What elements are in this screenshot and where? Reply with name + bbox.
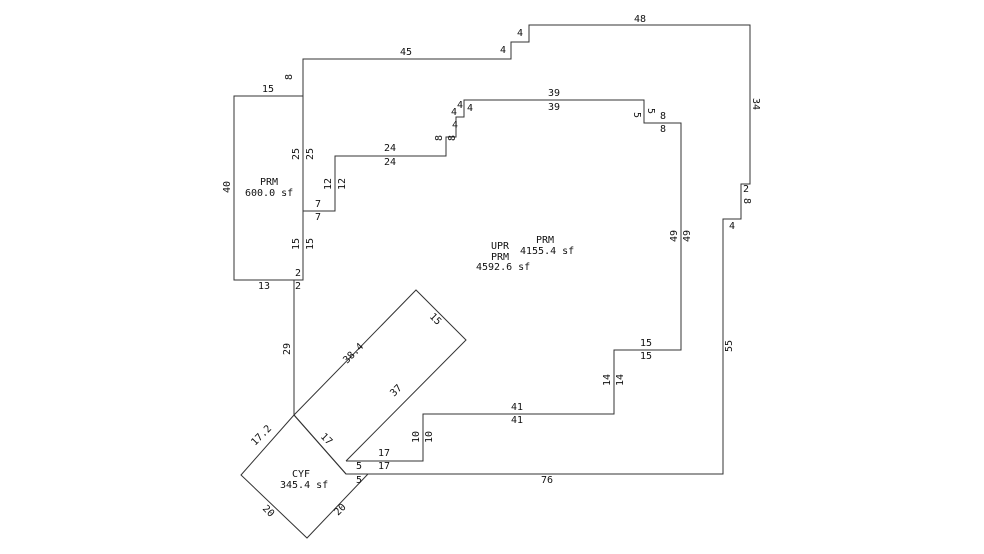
dim-bottom-76: 76 bbox=[541, 475, 553, 486]
dim-inner-15b: 15 bbox=[640, 338, 652, 349]
dim-inner-10a: 10 bbox=[411, 431, 422, 443]
dim-inner-49a: 49 bbox=[669, 230, 680, 242]
prm-left-room bbox=[233, 95, 303, 281]
dim-wall-25-outer: 25 bbox=[291, 148, 302, 160]
dim-inner-8a: 8 bbox=[434, 135, 445, 141]
prm-left-label: PRM bbox=[260, 177, 278, 188]
dim-wall-29: 29 bbox=[282, 343, 293, 355]
dim-inner-5d: 5 bbox=[356, 475, 362, 486]
dim-inner-39a: 39 bbox=[548, 88, 560, 99]
dim-inner-25: 25 bbox=[305, 148, 316, 160]
dim-inner-7b: 7 bbox=[315, 212, 321, 223]
dim-inner-8b: 8 bbox=[447, 135, 458, 141]
dim-right-4: 4 bbox=[729, 221, 735, 232]
upr-value: 4592.6 sf bbox=[476, 262, 530, 273]
dim-inner-14b: 14 bbox=[615, 374, 626, 386]
dim-diag-37: 37 bbox=[388, 383, 404, 399]
dim-right-2: 2 bbox=[743, 184, 749, 195]
dim-inner-12a: 12 bbox=[323, 178, 334, 190]
prm-inner-outline bbox=[303, 99, 682, 462]
dim-right-34: 34 bbox=[750, 98, 761, 110]
dim-outer-top-45: 45 bbox=[400, 47, 412, 58]
dim-inner-17b: 17 bbox=[378, 461, 390, 472]
dim-inner-24a: 24 bbox=[384, 143, 396, 154]
dim-inner-24b: 24 bbox=[384, 157, 396, 168]
dim-left-40: 40 bbox=[222, 181, 233, 193]
dim-inner-12b: 12 bbox=[337, 178, 348, 190]
dim-inner-8d: 8 bbox=[660, 124, 666, 135]
dim-cyf-17-2: 17.2 bbox=[249, 423, 274, 448]
dim-inner-5c: 5 bbox=[356, 461, 362, 472]
dim-inner-7a: 7 bbox=[315, 199, 321, 210]
cyf-shared-edge bbox=[293, 414, 347, 475]
dim-inner-4d: 4 bbox=[457, 100, 463, 111]
outer-outline bbox=[293, 24, 751, 475]
dim-outer-8-left: 8 bbox=[284, 74, 295, 80]
cyf-value: 345.4 sf bbox=[280, 480, 328, 491]
dim-inner-17a: 17 bbox=[378, 448, 390, 459]
dim-outer-top-4a: 4 bbox=[517, 28, 523, 39]
cyf-label: CYF bbox=[292, 469, 310, 480]
diagonal-wing bbox=[293, 289, 467, 462]
dim-left-2-bottom: 2 bbox=[295, 281, 301, 292]
dim-inner-4c: 4 bbox=[467, 103, 473, 114]
dim-diag-15: 15 bbox=[427, 311, 443, 327]
dim-right-8: 8 bbox=[741, 198, 752, 204]
dim-outer-top-48: 48 bbox=[634, 14, 646, 25]
dim-inner-15: 15 bbox=[305, 238, 316, 250]
dim-inner-41a: 41 bbox=[511, 402, 523, 413]
prm-left-value: 600.0 sf bbox=[245, 188, 293, 199]
dim-inner-15c: 15 bbox=[640, 351, 652, 362]
prm-inner-label: PRM bbox=[536, 235, 554, 246]
dim-inner-4a: 4 bbox=[451, 107, 457, 118]
dim-left-2-top: 2 bbox=[295, 268, 301, 279]
dim-inner-14a: 14 bbox=[602, 374, 613, 386]
dim-inner-49b: 49 bbox=[682, 230, 693, 242]
dim-inner-10b: 10 bbox=[424, 431, 435, 443]
dim-inner-5a: 5 bbox=[631, 112, 642, 118]
dim-inner-41b: 41 bbox=[511, 415, 523, 426]
dim-wall-15-outer: 15 bbox=[291, 238, 302, 250]
upr-line1: UPR bbox=[491, 241, 510, 252]
dim-left-13: 13 bbox=[258, 281, 270, 292]
dim-outer-top-4b: 4 bbox=[500, 45, 506, 56]
dim-left-15-top: 15 bbox=[262, 84, 274, 95]
dim-right-55: 55 bbox=[724, 340, 735, 352]
dim-inner-8c: 8 bbox=[660, 111, 666, 122]
dim-cyf-20b: 20 bbox=[332, 502, 348, 518]
dim-inner-5b: 5 bbox=[645, 108, 656, 114]
dim-inner-39b: 39 bbox=[548, 102, 560, 113]
dim-inner-4b: 4 bbox=[452, 120, 458, 131]
upr-line2: PRM bbox=[491, 252, 509, 263]
prm-inner-value: 4155.4 sf bbox=[520, 246, 574, 257]
